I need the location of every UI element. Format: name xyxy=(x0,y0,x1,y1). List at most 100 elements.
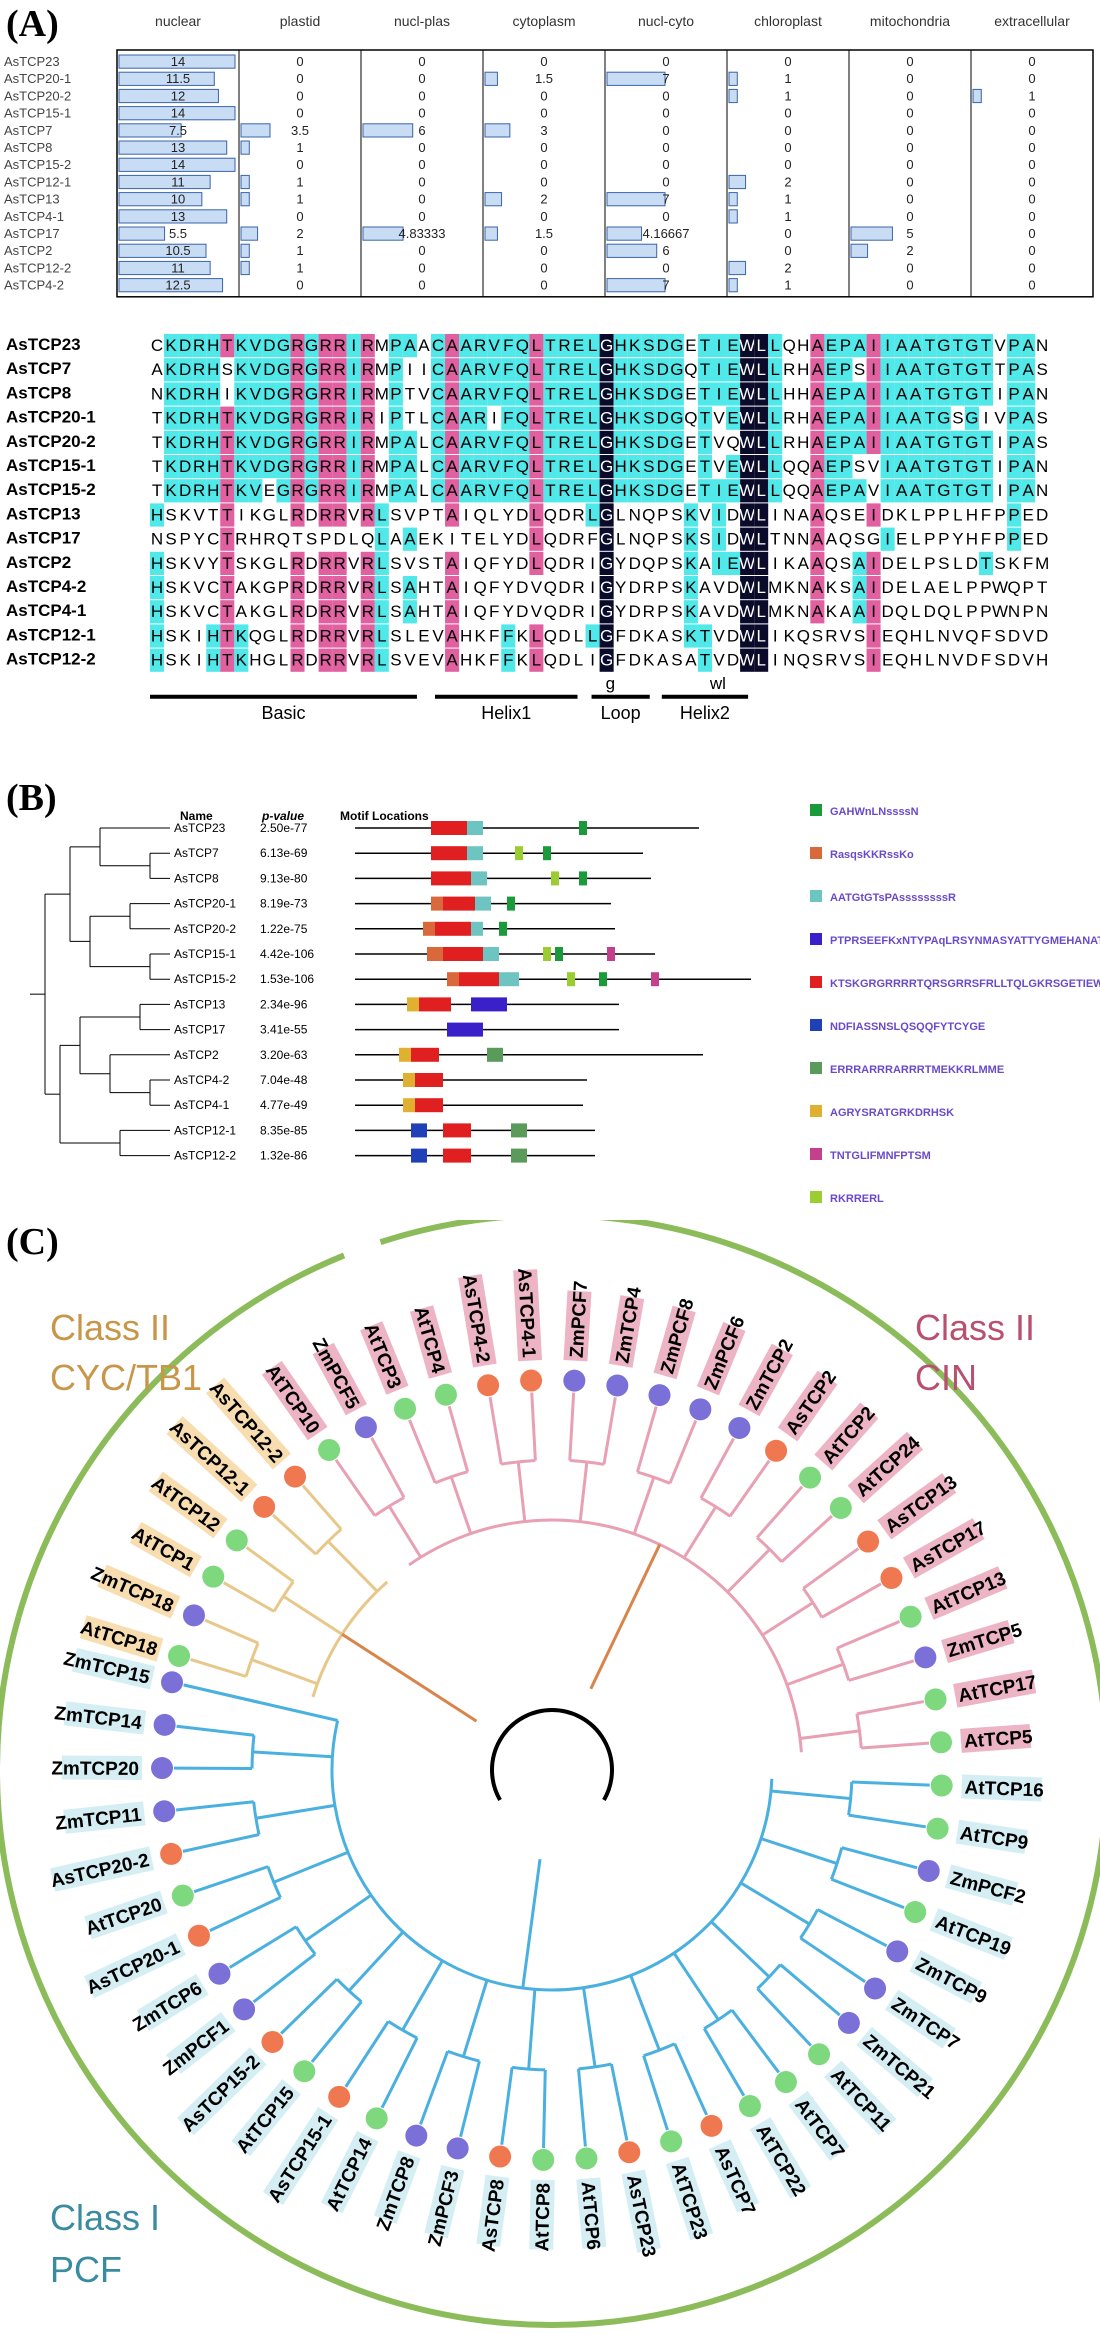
leaf-label-bg xyxy=(61,1755,143,1780)
residue: D xyxy=(558,626,570,645)
clade-arc xyxy=(330,1720,774,1992)
residue: K xyxy=(250,602,262,621)
residue: L xyxy=(953,602,962,621)
residue-highlight xyxy=(332,551,347,575)
leaf-label-group: AtTCP13 xyxy=(924,1566,1009,1620)
residue-highlight xyxy=(1021,382,1036,406)
residue-highlight xyxy=(599,648,614,672)
residue: S xyxy=(643,336,654,355)
residue-highlight xyxy=(192,382,207,406)
residue-highlight xyxy=(824,334,839,358)
residue-highlight xyxy=(866,551,881,575)
leaf-dot xyxy=(700,2114,723,2137)
value-bar xyxy=(118,123,182,138)
value-bar xyxy=(240,226,259,241)
value-bar xyxy=(118,260,211,276)
value-label: 4.16667 xyxy=(643,226,690,241)
motif-row-pvalue: 1.22e-75 xyxy=(260,922,308,936)
residue: L xyxy=(756,578,765,597)
residue-highlight xyxy=(487,358,502,382)
residue: P xyxy=(980,602,991,621)
tree-branch xyxy=(642,2055,669,2131)
leaf-label-group: AsTCP13 xyxy=(877,1472,961,1540)
leaf-label-group: ZmTCP4 xyxy=(608,1285,646,1368)
residue: K xyxy=(236,457,248,476)
residue-highlight xyxy=(346,406,361,430)
value-bar xyxy=(118,71,215,86)
residue: V xyxy=(699,505,711,524)
residue-highlight xyxy=(894,406,909,430)
residue: R xyxy=(334,554,346,573)
motif-box xyxy=(403,1098,415,1113)
leaf-dot xyxy=(606,1374,629,1397)
tree-branch xyxy=(344,2020,390,2088)
value-label: 6 xyxy=(662,243,669,258)
residue: D xyxy=(1008,651,1020,670)
motif-box xyxy=(499,972,519,987)
value-label: 6 xyxy=(418,123,425,138)
leaf-dot xyxy=(225,1529,248,1552)
residue: V xyxy=(713,457,725,476)
residue: H xyxy=(966,530,978,549)
residue: S xyxy=(165,554,176,573)
residue: A xyxy=(460,336,472,355)
residue-highlight xyxy=(501,358,516,382)
residue-highlight xyxy=(1007,382,1022,406)
residue-highlight xyxy=(768,358,783,382)
residue: W xyxy=(739,530,755,549)
residue: G xyxy=(263,602,276,621)
residue: F xyxy=(981,530,991,549)
residue: L xyxy=(756,602,765,621)
tree-branch xyxy=(380,2037,419,2109)
residue: L xyxy=(532,409,541,428)
legend-logo: AATGtGTsPAssssssssR xyxy=(830,892,956,904)
residue: L xyxy=(756,554,765,573)
residue: V xyxy=(1022,651,1034,670)
motif-box xyxy=(471,997,507,1012)
value-label: 1 xyxy=(1028,88,1035,103)
residue: S xyxy=(165,578,176,597)
residue: D xyxy=(305,602,317,621)
residue-highlight xyxy=(599,551,614,575)
residue: K xyxy=(685,626,697,645)
residue-highlight xyxy=(276,455,291,479)
residue-highlight xyxy=(950,455,965,479)
residue: D xyxy=(1036,626,1048,645)
leaf-label: AtTCP2 xyxy=(819,1403,880,1468)
residue: A xyxy=(812,554,824,573)
residue: I xyxy=(885,336,890,355)
residue-highlight xyxy=(515,358,530,382)
residue: K xyxy=(165,457,177,476)
residue-highlight xyxy=(950,358,965,382)
residue: S xyxy=(165,505,176,524)
residue: A xyxy=(896,336,908,355)
residue-highlight xyxy=(697,358,712,382)
motif-row-name: AsTCP12-1 xyxy=(174,1123,236,1137)
residue: S xyxy=(390,554,401,573)
residue: I xyxy=(885,384,890,403)
leaf-label-group: ZmTCP9 xyxy=(909,1950,990,2009)
leaf-dot xyxy=(151,1757,174,1780)
residue-highlight xyxy=(613,430,628,454)
residue: I xyxy=(464,602,469,621)
residue: S xyxy=(994,651,1005,670)
residue: I xyxy=(871,505,876,524)
residue-highlight xyxy=(740,358,755,382)
leaf-label: AtTCP13 xyxy=(928,1568,1009,1618)
residue: P xyxy=(278,578,289,597)
tree-branch xyxy=(629,1974,661,2051)
residue-highlight xyxy=(922,455,937,479)
value-label: 0 xyxy=(784,106,791,121)
residue: R xyxy=(193,457,205,476)
residue: F xyxy=(981,505,991,524)
residue: V xyxy=(432,626,444,645)
residue: H xyxy=(797,360,809,379)
residue-highlight xyxy=(290,455,305,479)
value-label: 1 xyxy=(784,209,791,224)
residue: L xyxy=(574,651,583,670)
value-bar xyxy=(728,260,747,276)
residue: Q xyxy=(516,457,529,476)
residue-highlight xyxy=(852,430,867,454)
residue: Q xyxy=(684,360,697,379)
residue: A xyxy=(910,409,922,428)
